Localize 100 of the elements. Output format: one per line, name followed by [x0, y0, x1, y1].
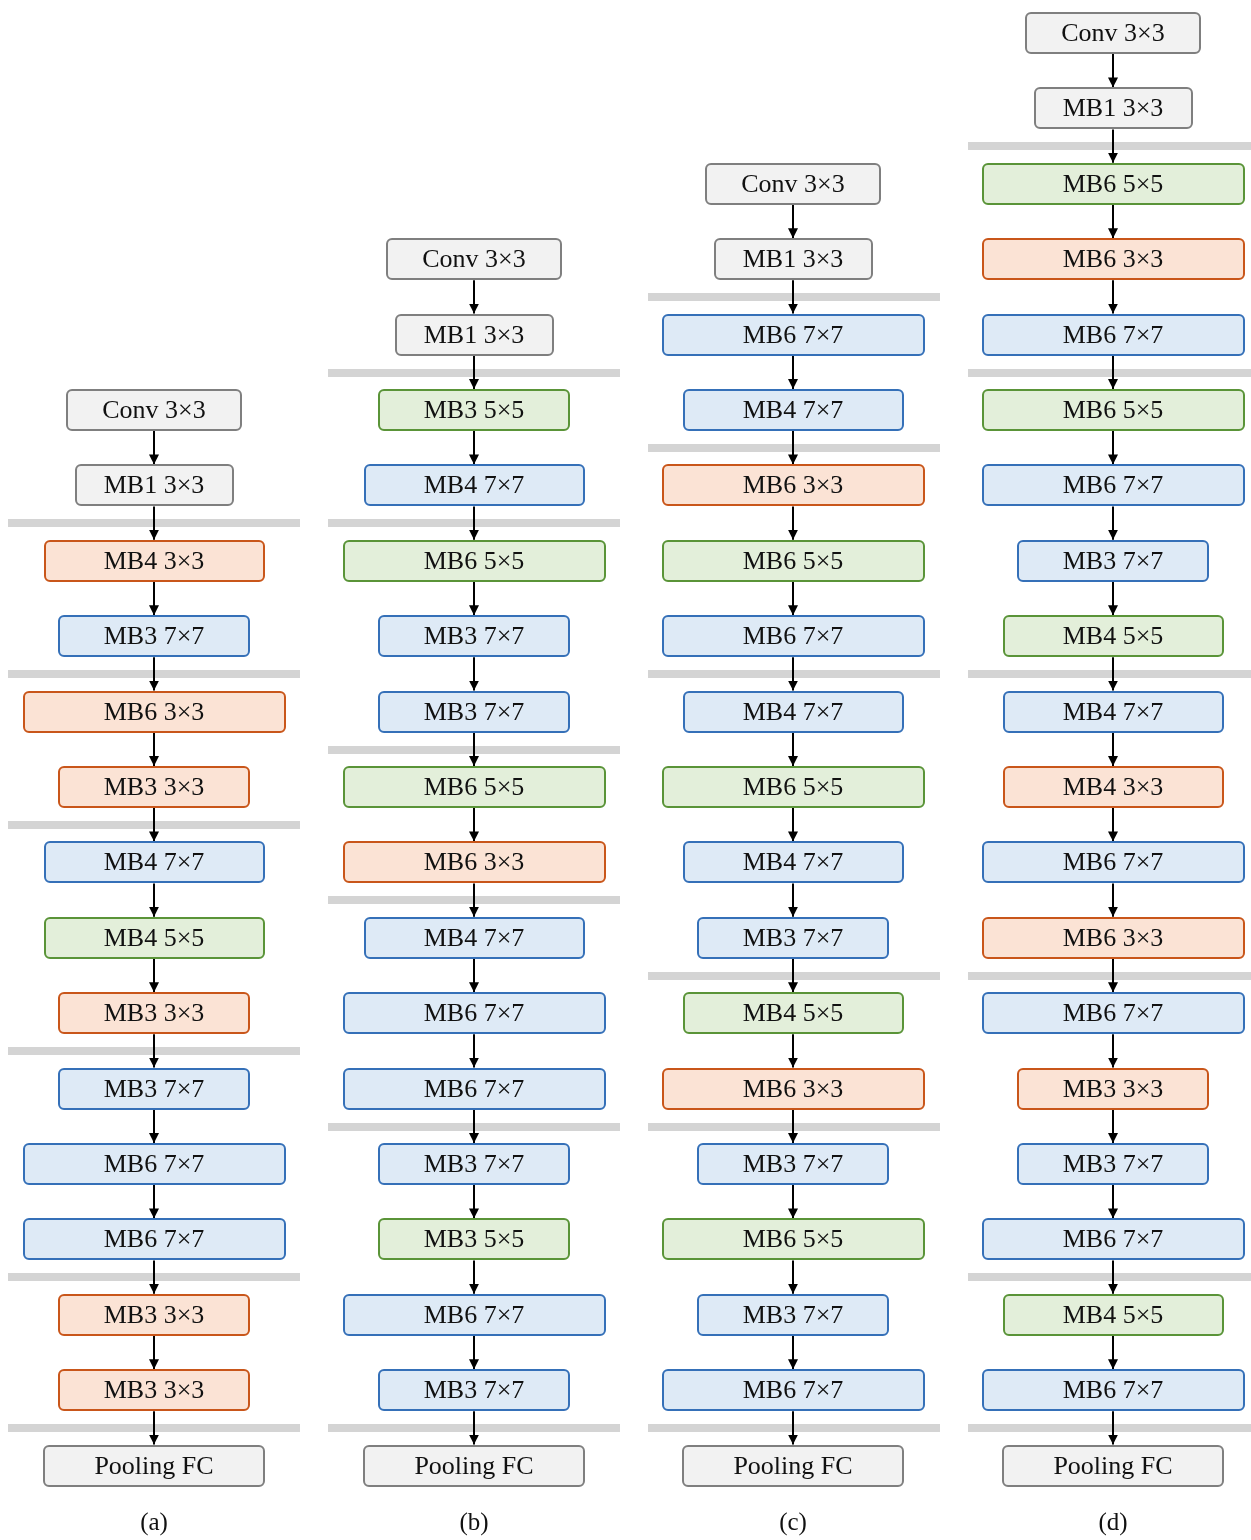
arrow [788, 1410, 798, 1446]
layer-box: MB6 5×5 [342, 539, 606, 582]
layer-box: MB6 3×3 [342, 841, 606, 884]
arrow [788, 882, 798, 918]
layer-box: MB4 5×5 [43, 916, 265, 959]
arrow [469, 1184, 479, 1220]
layer-box: MB4 7×7 [682, 690, 904, 733]
layer-box: MB6 5×5 [661, 766, 925, 808]
layer-box: MB6 7×7 [981, 992, 1245, 1035]
arrow [469, 505, 479, 541]
layer-box: MB6 7×7 [342, 1293, 606, 1336]
layer-box: MB6 7×7 [661, 615, 925, 658]
arrow [149, 656, 159, 692]
arrow [469, 1108, 479, 1144]
arrow [788, 1259, 798, 1295]
layer-box: MB4 7×7 [682, 389, 904, 431]
layer-box: MB3 5×5 [378, 1218, 570, 1261]
arrow [149, 505, 159, 541]
layer-box: MB6 3×3 [981, 916, 1245, 959]
layer-box: Conv 3×3 [705, 162, 881, 205]
layer-box: MB3 3×3 [58, 1293, 250, 1336]
subfigure-caption: (c) [779, 1508, 807, 1536]
arrow [469, 1410, 479, 1446]
layer-box: MB6 3×3 [981, 238, 1245, 281]
arrow [1108, 957, 1118, 994]
layer-box: Pooling FC [1002, 1444, 1224, 1487]
layer-box: MB6 7×7 [981, 313, 1245, 356]
layer-box: MB3 7×7 [378, 615, 570, 658]
layer-box: MB3 5×5 [378, 389, 570, 431]
arrow [1108, 1259, 1118, 1295]
arrow [788, 580, 798, 617]
layer-box: MB6 7×7 [981, 464, 1245, 507]
arrow [1108, 1033, 1118, 1069]
layer-box: MB6 7×7 [981, 1369, 1245, 1412]
arrow [788, 957, 798, 994]
arrow [149, 580, 159, 617]
layer-box: Pooling FC [682, 1444, 904, 1487]
arrow [469, 882, 479, 918]
layer-box: MB6 5×5 [981, 162, 1245, 205]
layer-box: MB1 3×3 [713, 238, 873, 281]
arrow [1108, 203, 1118, 240]
layer-box: MB4 3×3 [1002, 766, 1224, 808]
arrow [1108, 580, 1118, 617]
layer-box: MB1 3×3 [74, 464, 234, 507]
arrow [1108, 1184, 1118, 1220]
layer-box: MB6 5×5 [981, 389, 1245, 431]
arrow [469, 807, 479, 843]
arrow [149, 1334, 159, 1371]
arrow [149, 1033, 159, 1069]
arrow [469, 279, 479, 315]
layer-box: Conv 3×3 [386, 238, 562, 281]
arrow [1108, 505, 1118, 541]
arrow [469, 731, 479, 767]
arrow [469, 957, 479, 994]
layer-box: MB3 7×7 [58, 615, 250, 658]
arrow [149, 731, 159, 767]
layer-box: MB4 7×7 [363, 916, 585, 959]
arrow [149, 1259, 159, 1295]
layer-box: Conv 3×3 [1025, 12, 1201, 54]
layer-box: MB6 3×3 [661, 464, 925, 507]
arrow [1108, 128, 1118, 164]
subfigure-caption: (b) [459, 1508, 489, 1536]
layer-box: MB6 5×5 [342, 766, 606, 808]
arrow [788, 279, 798, 315]
arrow [788, 731, 798, 767]
layer-box: MB3 7×7 [1017, 539, 1209, 582]
arrow [469, 580, 479, 617]
arrow [1108, 279, 1118, 315]
layer-box: MB3 7×7 [378, 1143, 570, 1185]
arrow [1108, 1410, 1118, 1446]
layer-box: MB6 7×7 [342, 1067, 606, 1110]
layer-box: MB3 7×7 [697, 1143, 889, 1185]
layer-box: MB6 5×5 [661, 1218, 925, 1261]
arrow [1108, 354, 1118, 390]
layer-box: MB3 7×7 [1017, 1143, 1209, 1185]
arrow [788, 807, 798, 843]
arrow [788, 354, 798, 390]
layer-box: MB3 3×3 [58, 766, 250, 808]
layer-box: MB3 3×3 [1017, 1067, 1209, 1110]
arrow [149, 807, 159, 843]
layer-box: MB4 7×7 [363, 464, 585, 507]
arrow [1108, 656, 1118, 692]
layer-box: MB1 3×3 [1033, 87, 1193, 130]
arrow [149, 882, 159, 918]
layer-box: MB6 3×3 [22, 690, 286, 733]
layer-box: MB3 7×7 [697, 916, 889, 959]
arrow [788, 1033, 798, 1069]
layer-box: MB4 5×5 [1002, 1293, 1224, 1336]
arrow [1108, 1108, 1118, 1144]
layer-box: MB6 5×5 [661, 539, 925, 582]
layer-box: MB4 5×5 [682, 992, 904, 1035]
arrow [469, 430, 479, 466]
layer-box: MB3 7×7 [697, 1293, 889, 1336]
arrow [788, 505, 798, 541]
layer-box: MB1 3×3 [394, 313, 554, 356]
arrow [469, 656, 479, 692]
layer-box: MB6 7×7 [342, 992, 606, 1035]
layer-box: MB6 7×7 [661, 313, 925, 356]
arrow [788, 430, 798, 466]
arrow [1108, 53, 1118, 89]
